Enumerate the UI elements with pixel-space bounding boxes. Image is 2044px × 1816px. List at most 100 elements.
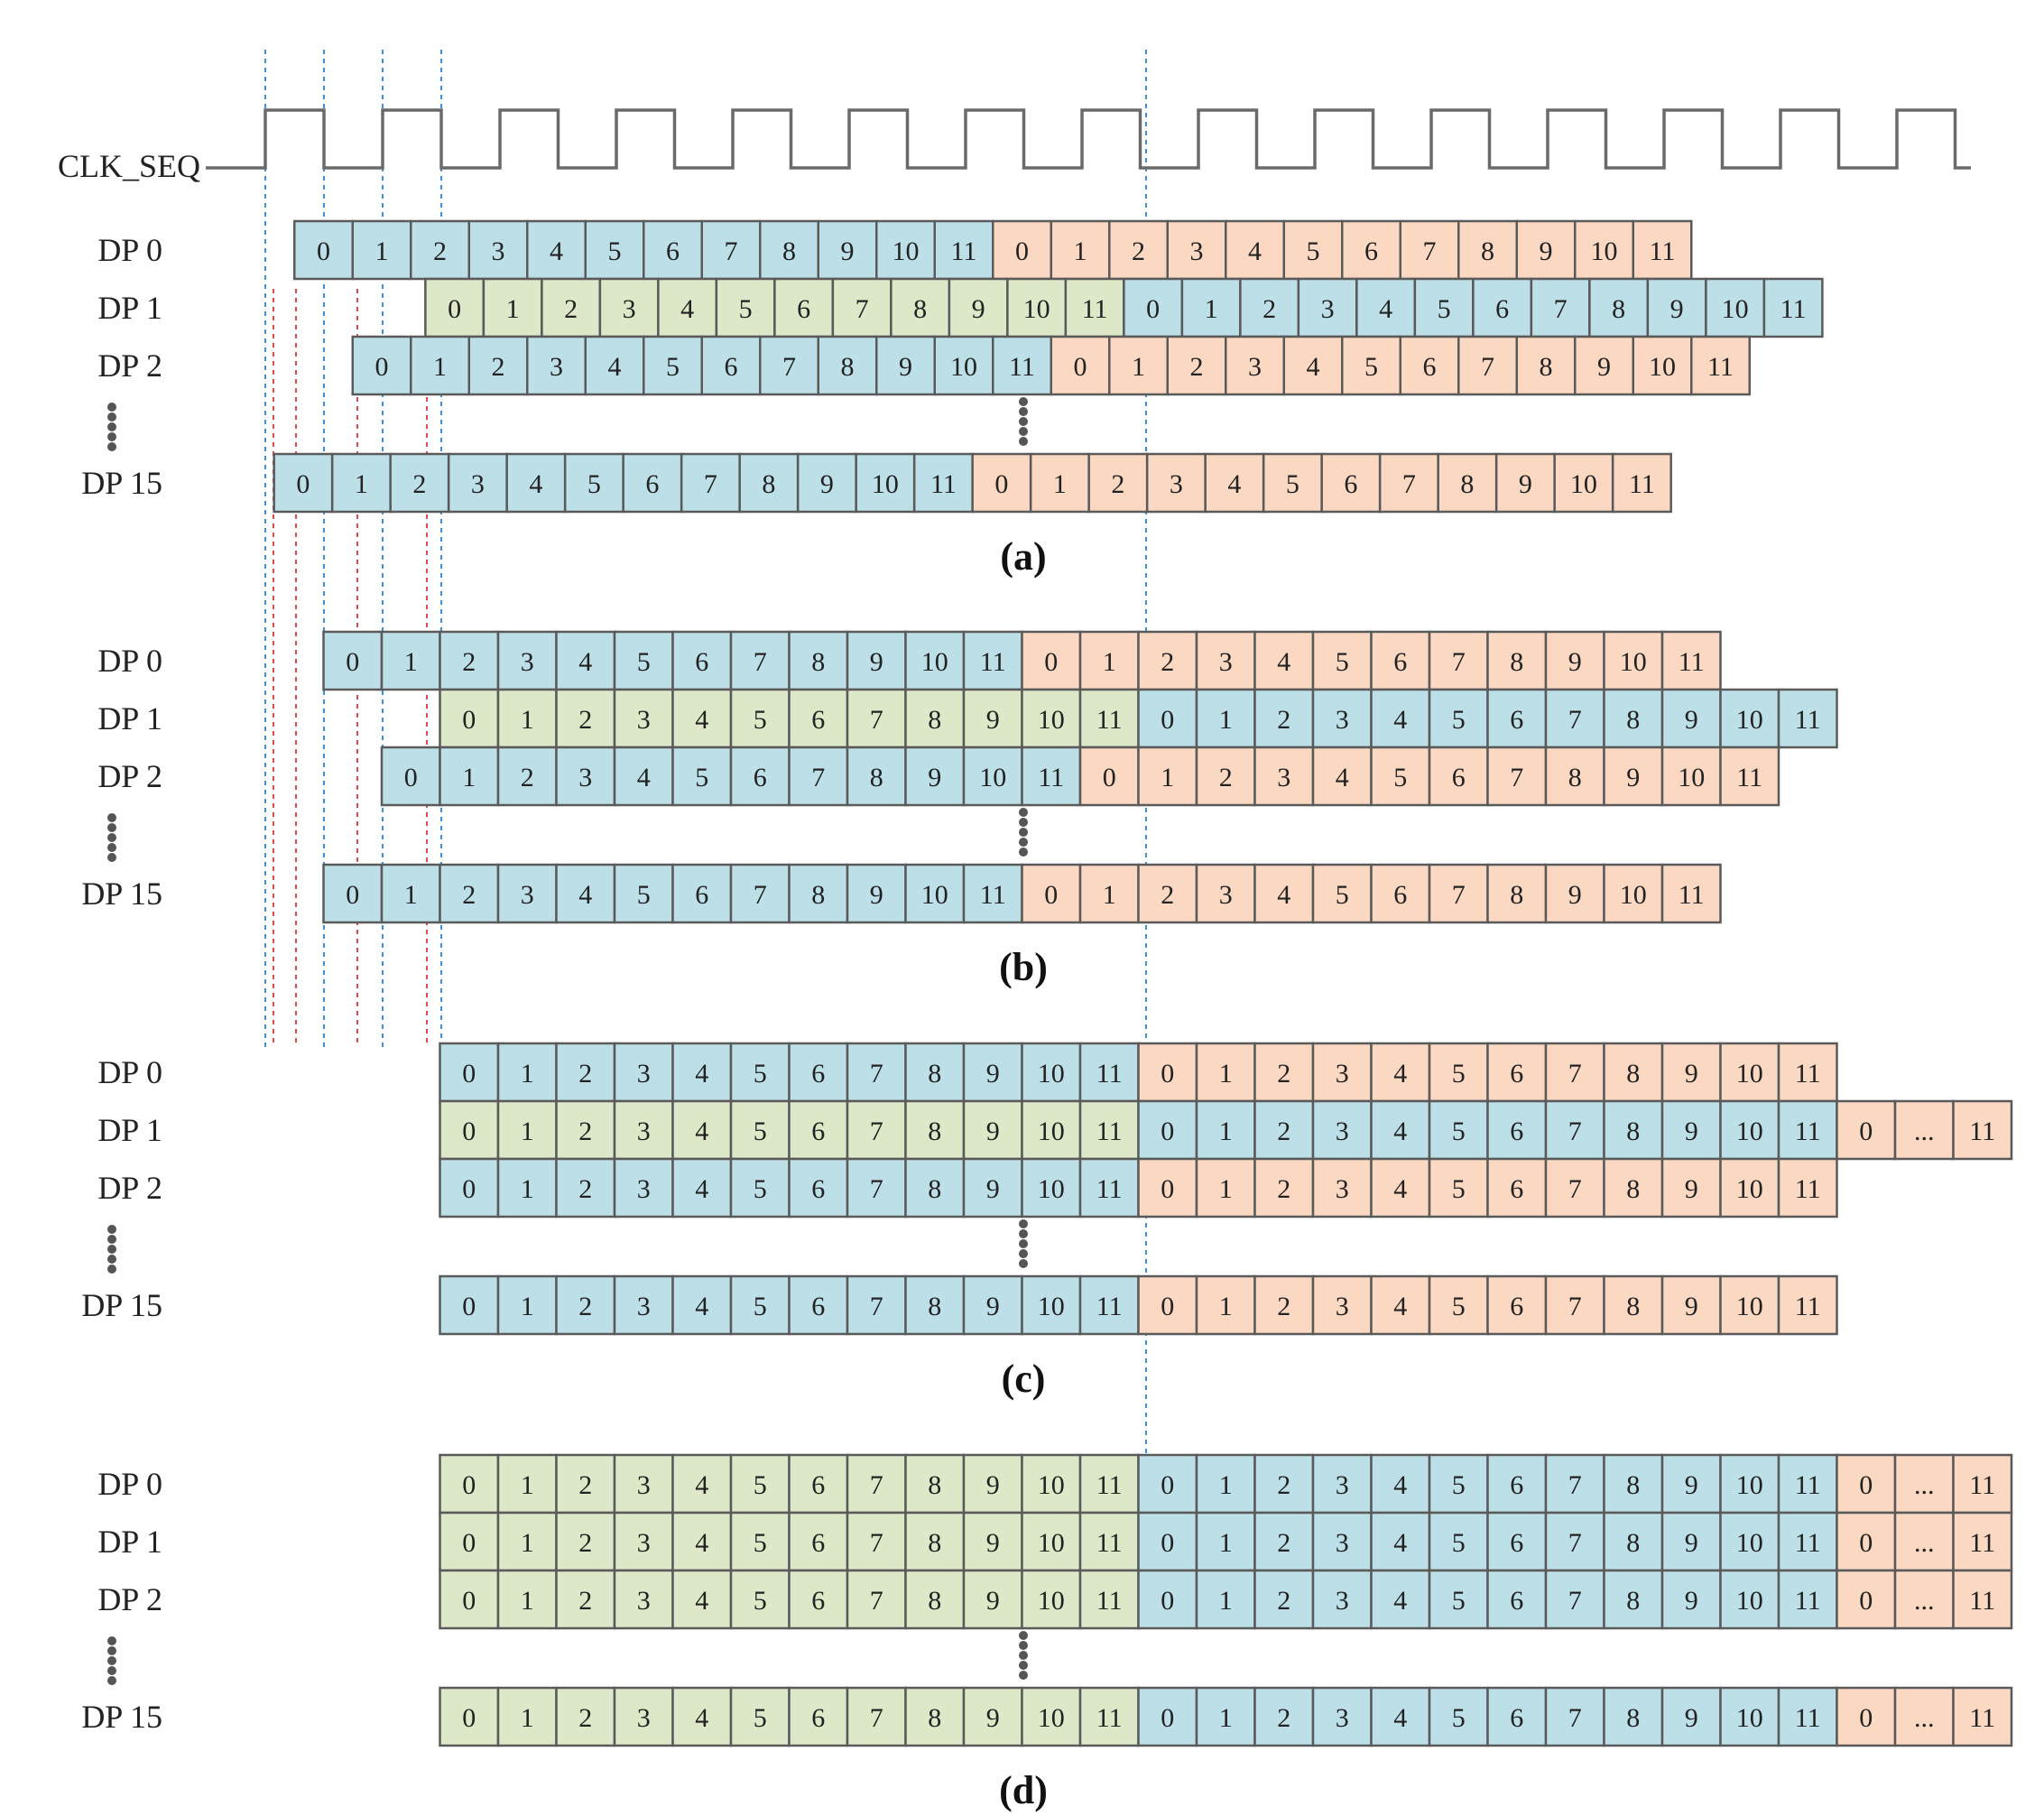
cell: 8 (1603, 1453, 1664, 1515)
cell: 1 (496, 1453, 558, 1515)
cell-box (738, 452, 800, 514)
cell-text: 11 (1795, 705, 1821, 735)
cell: 11 (962, 863, 1023, 924)
cell-box (875, 335, 936, 396)
cell-box (439, 1274, 500, 1336)
cell: 8 (904, 1453, 966, 1515)
row-label: DP 2 (97, 347, 162, 384)
cell-text: 2 (1161, 647, 1174, 677)
cell-text: 8 (1460, 469, 1474, 499)
cell: 10 (875, 219, 936, 281)
cell: 2 (1253, 1686, 1315, 1747)
cell-box (1777, 1569, 1838, 1630)
cell-text: 7 (1554, 294, 1568, 324)
cell-text: 6 (645, 469, 659, 499)
cell-box (729, 1686, 791, 1747)
cell: 0 (439, 1453, 500, 1515)
cell: 8 (1603, 1511, 1664, 1572)
cell-box (482, 277, 543, 338)
cell-text: 1 (1219, 1586, 1233, 1616)
cell-text: 0 (346, 647, 359, 677)
cell: 9 (1544, 863, 1605, 924)
cell: 7 (1457, 335, 1518, 396)
cell: 5 (729, 688, 791, 749)
cell: 9 (962, 1274, 1023, 1336)
cell: 1 (496, 1274, 558, 1336)
cell: 2 (555, 1157, 616, 1218)
cell-box (439, 746, 500, 807)
cell: 6 (1486, 1511, 1548, 1572)
cell-box (788, 1099, 849, 1161)
cell: 8 (904, 1042, 966, 1103)
cell-text: 1 (355, 469, 368, 499)
cell: 1 (1137, 746, 1198, 807)
cell-text: 1 (1219, 1059, 1233, 1089)
cell-text: 1 (1132, 352, 1145, 382)
cell-text: 2 (578, 1292, 592, 1321)
cell-box (912, 452, 974, 514)
cell: 8 (1515, 335, 1577, 396)
cell-box (788, 630, 849, 691)
cell-box (1428, 1569, 1489, 1630)
cell: 1 (1195, 1099, 1256, 1161)
cell: 5 (1428, 1569, 1489, 1630)
cell-text: 1 (521, 1116, 534, 1146)
cell-box (1021, 1686, 1082, 1747)
cell-box (831, 277, 893, 338)
cell-text: ... (1914, 1586, 1935, 1616)
cell-box (1952, 1686, 2013, 1747)
cell: 10 (1021, 1511, 1082, 1572)
cell-text: 3 (1219, 880, 1233, 910)
cell: 1 (1195, 1042, 1256, 1103)
cell: 11 (1719, 746, 1780, 807)
cell-box (1021, 1157, 1082, 1218)
cell-box (948, 277, 1009, 338)
cell: 9 (1660, 1274, 1722, 1336)
cell: 2 (1253, 1511, 1315, 1572)
cell: 8 (904, 1511, 966, 1572)
cell-box (1370, 1511, 1431, 1572)
cell: 4 (1370, 1157, 1431, 1218)
cell: 10 (1719, 1686, 1780, 1747)
cell: 3 (1311, 1511, 1373, 1572)
cell: 7 (846, 1686, 907, 1747)
cell: 2 (1137, 863, 1198, 924)
cell-text: 6 (1510, 1174, 1523, 1204)
cell-text: 7 (1568, 1470, 1582, 1500)
cell: 5 (729, 1042, 791, 1103)
cell-text: 2 (578, 705, 592, 735)
cell-box (1311, 630, 1373, 691)
cell-box (1137, 1274, 1198, 1336)
cell: 9 (1660, 1511, 1722, 1572)
cell: 0 (439, 688, 500, 749)
cell-box (1719, 1686, 1780, 1747)
cell-text: 8 (1612, 294, 1625, 324)
cell: 8 (1603, 1042, 1664, 1103)
cell-text: 9 (870, 880, 883, 910)
cell-box (1603, 863, 1664, 924)
cell-text: 4 (695, 1116, 708, 1146)
cell-text: 3 (1336, 1703, 1349, 1733)
cell-text: 5 (1452, 1586, 1466, 1616)
cell: 11 (1021, 746, 1082, 807)
cell-box (1660, 1274, 1722, 1336)
cell-text: 1 (462, 763, 476, 792)
cell: 4 (555, 863, 616, 924)
cell-text: 5 (1452, 1174, 1466, 1204)
cell: 5 (729, 1274, 791, 1336)
cell: 4 (1370, 1569, 1431, 1630)
cell: 0 (439, 1511, 500, 1572)
cell-text: 1 (521, 1292, 534, 1321)
cell-box (1137, 688, 1198, 749)
cell-text: 3 (637, 1703, 651, 1733)
cell: 7 (846, 1511, 907, 1572)
cell-text: 7 (856, 294, 869, 324)
cell: 11 (912, 452, 974, 514)
cell-text: 0 (994, 469, 1008, 499)
cell-text: 7 (754, 880, 767, 910)
cell: 0 (380, 746, 441, 807)
cell: 9 (1646, 277, 1707, 338)
